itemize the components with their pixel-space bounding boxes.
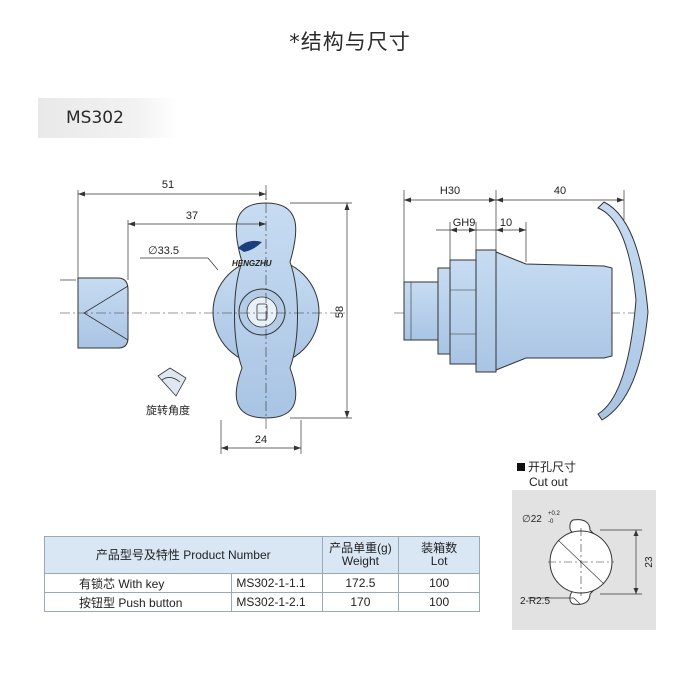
dim-h30: H30 xyxy=(440,185,460,197)
brand-text: HENGZHU xyxy=(232,259,272,268)
rotation-icon xyxy=(157,367,187,397)
dim-diameter: ∅33.5 xyxy=(148,245,179,257)
cutout-view: ∅22 +0.2 -0 23 2-R2.5 xyxy=(512,490,656,630)
row-lot: 100 xyxy=(398,592,480,612)
header-weight-en: Weight xyxy=(341,554,379,568)
page-title: *结构与尺寸 xyxy=(289,30,411,54)
spec-table: 产品型号及特性 Product Number 产品单重(g)Weight 装箱数… xyxy=(43,536,480,612)
side-handle xyxy=(597,201,649,421)
brand-logo-icon xyxy=(238,240,262,252)
header-lot-cn: 装箱数 xyxy=(421,541,458,555)
side-stub xyxy=(403,281,439,341)
header-weight-cn: 产品单重(g) xyxy=(329,541,392,555)
header-product: 产品型号及特性 Product Number xyxy=(44,536,323,574)
cutout-label: 开孔尺寸 Cut out xyxy=(517,460,576,490)
row-feature: 按钮型 Push button xyxy=(43,592,233,612)
dim-37: 37 xyxy=(186,210,198,222)
cutout-label-cn: 开孔尺寸 xyxy=(528,460,577,474)
side-flange xyxy=(437,267,451,355)
cutout-diameter: ∅22 xyxy=(522,514,542,525)
model-label: MS302 xyxy=(66,108,124,128)
row-model: MS302-1-1.1 xyxy=(231,573,323,593)
cutout-radius: 2-R2.5 xyxy=(520,596,550,607)
dim-40: 40 xyxy=(554,185,566,197)
side-nut xyxy=(449,259,477,365)
key-slot xyxy=(256,303,268,321)
side-view: H30 GH9 10 40 xyxy=(394,185,649,421)
cutout-height: 23 xyxy=(644,556,655,568)
front-view: HENGZHU 51 37 ∅33.5 58 24 xyxy=(60,179,352,454)
side-collar xyxy=(475,249,497,373)
cutout-tol-upper: +0.2 xyxy=(548,511,561,517)
dim-gh9: GH9 xyxy=(453,217,476,229)
table-row: 按钮型 Push button MS302-1-2.1 170 100 xyxy=(43,592,480,612)
dim-51: 51 xyxy=(162,179,174,191)
row-weight: 172.5 xyxy=(321,573,400,593)
cutout-tol-lower: -0 xyxy=(548,519,554,525)
side-body xyxy=(495,251,613,371)
dim-24: 24 xyxy=(255,434,267,446)
key-face xyxy=(246,296,278,328)
table-row: 有锁芯 With key MS302-1-1.1 172.5 100 xyxy=(43,573,480,593)
header-lot-en: Lot xyxy=(430,554,448,568)
cutout-label-en: Cut out xyxy=(529,475,568,489)
model-tag: MS302 xyxy=(38,98,178,138)
table-header-row: 产品型号及特性 Product Number 产品单重(g)Weight 装箱数… xyxy=(44,536,480,574)
dim-58: 58 xyxy=(334,306,346,318)
header-weight: 产品单重(g)Weight xyxy=(321,536,400,574)
row-weight: 170 xyxy=(321,592,400,612)
row-feature: 有锁芯 With key xyxy=(43,573,233,593)
row-lot: 100 xyxy=(398,573,480,593)
rotation-label: 旋转角度 xyxy=(146,403,190,417)
row-model: MS302-1-2.1 xyxy=(231,592,323,612)
square-bullet-icon xyxy=(517,463,525,471)
dim-10: 10 xyxy=(500,217,512,229)
